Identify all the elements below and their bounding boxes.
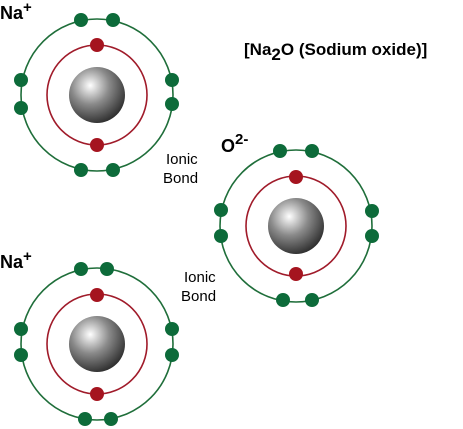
sodium-bottom-inner-electron [90,387,104,401]
sodium-top-charge: + [23,0,32,16]
sodium-bottom-outer-electron [100,262,114,276]
sodium-top-nucleus [69,67,125,123]
sodium-bottom-outer-shell [20,267,174,421]
sodium-bottom-outer-electron [104,412,118,426]
oxide-charge: 2- [235,131,248,148]
title-formula-subscript: 2 [271,45,280,64]
title-close-bracket: ] [422,40,428,59]
sodium-top-outer-electron [14,101,28,115]
oxide-outer-electron [276,293,290,307]
sodium-top-outer-electron [165,73,179,87]
oxide-outer-electron [365,229,379,243]
sodium-bottom-outer-electron [78,412,92,426]
sodium-top-outer-electron [106,163,120,177]
sodium-top-symbol: Na [0,3,24,23]
title-open-bracket: [ [244,40,250,59]
oxide-outer-electron [305,293,319,307]
oxide-outer-electron [273,144,287,158]
oxide-inner-electron [289,170,303,184]
title-formula-suffix: O [281,40,294,59]
sodium-top-label: Na+ [0,0,32,23]
oxide-inner-electron [289,267,303,281]
oxide-outer-electron [305,144,319,158]
bond-1-line-1: Ionic [166,151,198,168]
sodium-bottom-charge: + [23,248,32,265]
bond-2-line-2: Bond [181,288,216,305]
sodium-top-outer-electron [165,97,179,111]
sodium-top-outer-electron [106,13,120,27]
oxide-label: O2- [221,131,248,156]
sodium-bottom-outer-electron [14,348,28,362]
oxide-outer-shell [219,149,373,303]
sodium-atom-bottom: Na+ [0,248,179,426]
sodium-top-outer-electron [74,163,88,177]
sodium-bottom-outer-electron [165,322,179,336]
oxide-outer-electron [214,203,228,217]
sodium-top-outer-shell [20,18,174,172]
oxide-symbol: O [221,136,235,156]
oxide-nucleus [268,198,324,254]
title-formula-prefix: Na [250,40,272,59]
ionic-bond-label-1: Ionic Bond [163,151,202,187]
oxide-outer-electron [214,229,228,243]
oxide-outer-electron [365,204,379,218]
sodium-bottom-outer-electron [74,262,88,276]
sodium-top-outer-electron [74,13,88,27]
sodium-bottom-symbol: Na [0,252,24,272]
sodium-top-outer-electron [14,73,28,87]
sodium-bottom-label: Na+ [0,248,32,272]
sodium-top-inner-electron [90,38,104,52]
bond-1-line-2: Bond [163,170,198,187]
sodium-bottom-inner-electron [90,288,104,302]
oxide-ion: O2- [214,131,379,307]
title-description: (Sodium oxide) [294,40,422,59]
sodium-bottom-nucleus [69,316,125,372]
ionic-bond-label-2: Ionic Bond [181,269,220,305]
sodium-bottom-outer-electron [14,322,28,336]
bond-2-line-1: Ionic [184,269,216,286]
sodium-top-inner-electron [90,138,104,152]
diagram-title: [Na2O (Sodium oxide)] [244,40,427,64]
sodium-atom-top: Na+ [0,0,179,177]
sodium-bottom-outer-electron [165,348,179,362]
